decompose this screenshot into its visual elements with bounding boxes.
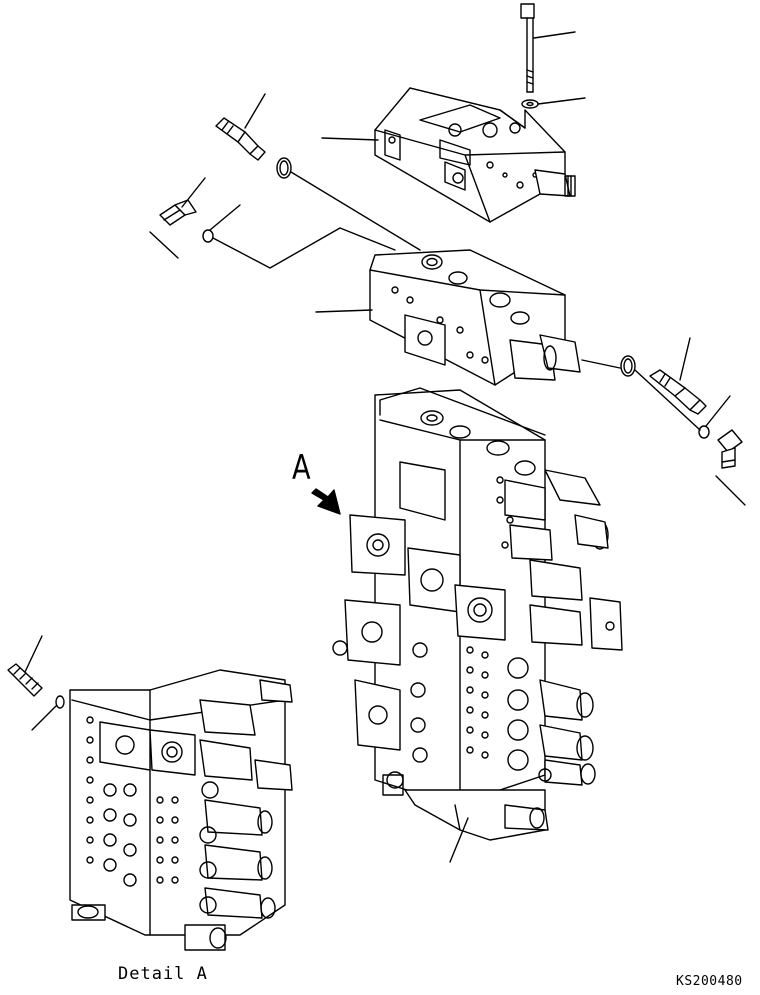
plug-right (699, 396, 730, 438)
pressure-sensor-upper-left (216, 94, 265, 160)
top-solenoid (535, 170, 575, 196)
detail-a-view (70, 670, 292, 950)
middle-solenoid (510, 335, 580, 380)
drawing-code: KS200480 (676, 974, 743, 989)
o-ring-middle-right (621, 356, 635, 376)
detail-a-caption: Detail A (118, 964, 208, 984)
plug-small (203, 205, 240, 242)
main-control-valve (333, 388, 622, 862)
o-ring-upper (277, 158, 291, 178)
elbow-fitting-right (716, 430, 745, 505)
view-label-a: A (292, 448, 311, 488)
view-arrow (312, 489, 340, 514)
elbow-fitting-left (150, 178, 205, 258)
top-section-block (322, 88, 565, 222)
washer (522, 98, 585, 108)
detail-pressure-sensor (8, 636, 42, 696)
detail-o-ring (32, 696, 64, 730)
top-bolt (521, 4, 575, 92)
pressure-sensor-right (650, 338, 706, 414)
